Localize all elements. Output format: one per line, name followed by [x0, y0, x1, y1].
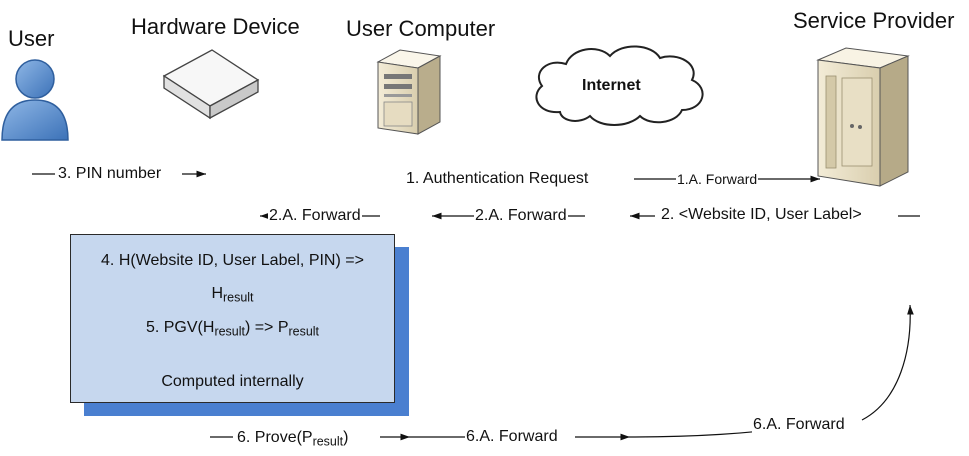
service-provider-server-icon: [816, 47, 910, 187]
forward-6a-right-message: 6.A. Forward: [752, 416, 846, 433]
pin-number-message: 3. PIN number: [58, 165, 162, 182]
service-provider-label: Service Provider: [793, 8, 955, 33]
box-computed-internally: Computed internally: [161, 373, 304, 390]
box-pgv-step: 5. PGV(Hresult) => Presult: [145, 319, 320, 339]
hardware-device-label: Hardware Device: [131, 14, 300, 39]
internet-label: Internet: [582, 77, 641, 94]
box-hash-result: Hresult: [211, 285, 254, 305]
user-computer-label: User Computer: [346, 16, 496, 41]
user-computer-icon: [376, 49, 442, 135]
website-user-label-message: 2. <Website ID, User Label>: [660, 206, 863, 223]
computation-box: 4. H(Website ID, User Label, PIN) => Hre…: [70, 234, 395, 403]
forward-6a-curve-up: [861, 304, 914, 421]
authentication-request-message: 1. Authentication Request: [406, 170, 589, 187]
user-icon: [1, 59, 69, 141]
forward-2a-left-message: 2.A. Forward: [268, 207, 362, 224]
hardware-device-icon: [162, 49, 260, 120]
user-label: User: [8, 26, 55, 51]
forward-6a-mid-message: 6.A. Forward: [465, 428, 559, 445]
prove-message: 6. Prove(Presult): [237, 429, 349, 449]
forward-1a-message: 1.A. Forward: [676, 171, 759, 187]
box-hash-step: 4. H(Website ID, User Label, PIN) =>: [101, 252, 364, 269]
internet-cloud-icon: [535, 45, 704, 126]
forward-2a-mid-message: 2.A. Forward: [474, 207, 568, 224]
